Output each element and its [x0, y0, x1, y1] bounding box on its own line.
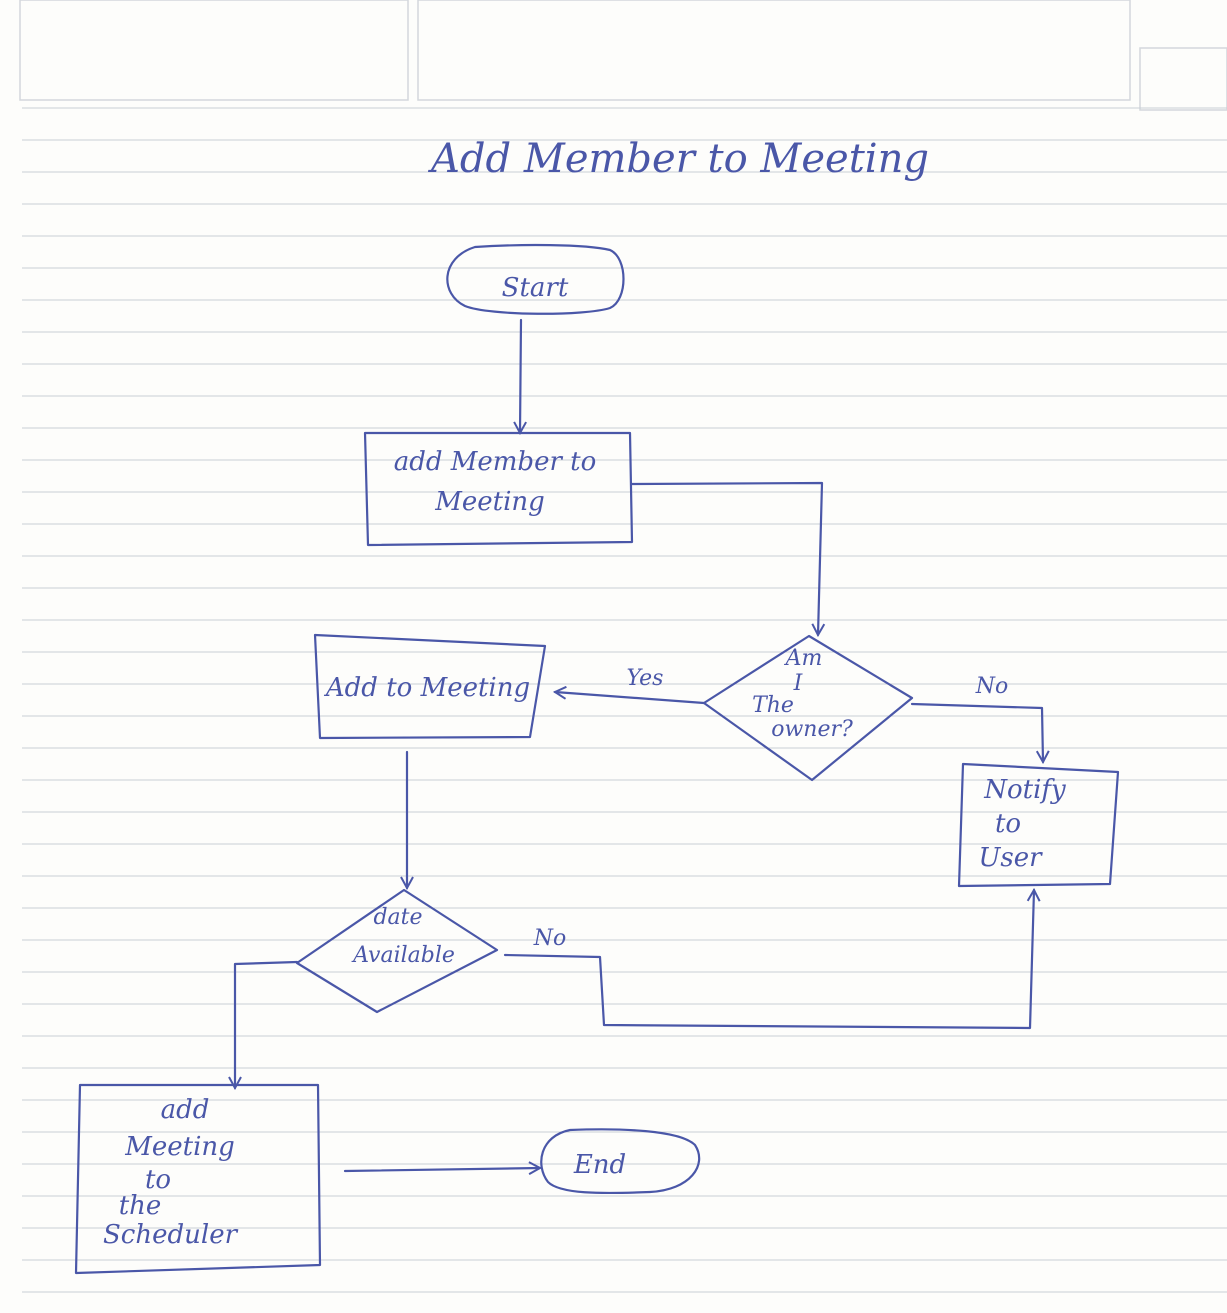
owner-label-line3: The — [752, 693, 794, 718]
owner-label-line4: owner? — [771, 717, 853, 742]
schedule-label-line2: Meeting — [124, 1132, 235, 1162]
notify-label-line2: to — [995, 809, 1021, 839]
header-box-right — [1139, 47, 1227, 111]
no-owner-edge-label: No — [975, 674, 1009, 699]
date-check-diamond — [295, 888, 499, 1014]
add-schedule-box — [74, 1083, 322, 1275]
arrow-add-member-to-owner-check — [630, 481, 822, 635]
add-member-label-line2: Meeting — [434, 487, 545, 517]
notify-label-line3: User — [978, 843, 1043, 873]
add-member-box — [363, 431, 634, 547]
start-terminator — [446, 243, 625, 315]
arrow-no-to-notify — [910, 702, 1043, 762]
schedule-label-line4: the — [119, 1191, 162, 1221]
arrow-start-to-add-member — [520, 318, 521, 433]
owner-check-diamond — [702, 634, 914, 782]
start-label: Start — [502, 273, 569, 303]
arrow-schedule-to-end — [343, 1168, 540, 1171]
owner-label-line1: Am — [784, 646, 823, 671]
ruled-lines — [22, 107, 1227, 1293]
yes-edge-label: Yes — [627, 666, 664, 691]
add-to-meeting-label: Add to Meeting — [324, 673, 530, 703]
no-date-edge-label: No — [533, 926, 567, 951]
notify-label-line1: Notify — [983, 775, 1066, 805]
schedule-label-line1: add — [161, 1095, 210, 1125]
schedule-label-line5: Scheduler — [103, 1220, 239, 1250]
date-label-line2: Available — [351, 943, 455, 968]
diagram-title: Add Member to Meeting — [427, 136, 929, 182]
date-label-line1: date — [373, 905, 422, 930]
arrow-date-to-schedule — [235, 960, 299, 1088]
page-header-boxes — [19, 0, 1227, 111]
end-label: End — [573, 1150, 626, 1180]
end-terminator — [540, 1128, 701, 1195]
arrow-date-no-to-notify — [503, 890, 1034, 1030]
add-to-meeting-box — [313, 633, 547, 740]
header-box-left — [19, 0, 409, 101]
schedule-label-line3: to — [145, 1165, 171, 1195]
header-box-middle — [417, 0, 1131, 101]
notify-box — [957, 762, 1120, 888]
owner-label-line2: I — [793, 671, 804, 696]
arrow-yes-to-add-to-meeting — [555, 692, 706, 705]
add-member-label-line1: add Member to — [394, 447, 597, 477]
